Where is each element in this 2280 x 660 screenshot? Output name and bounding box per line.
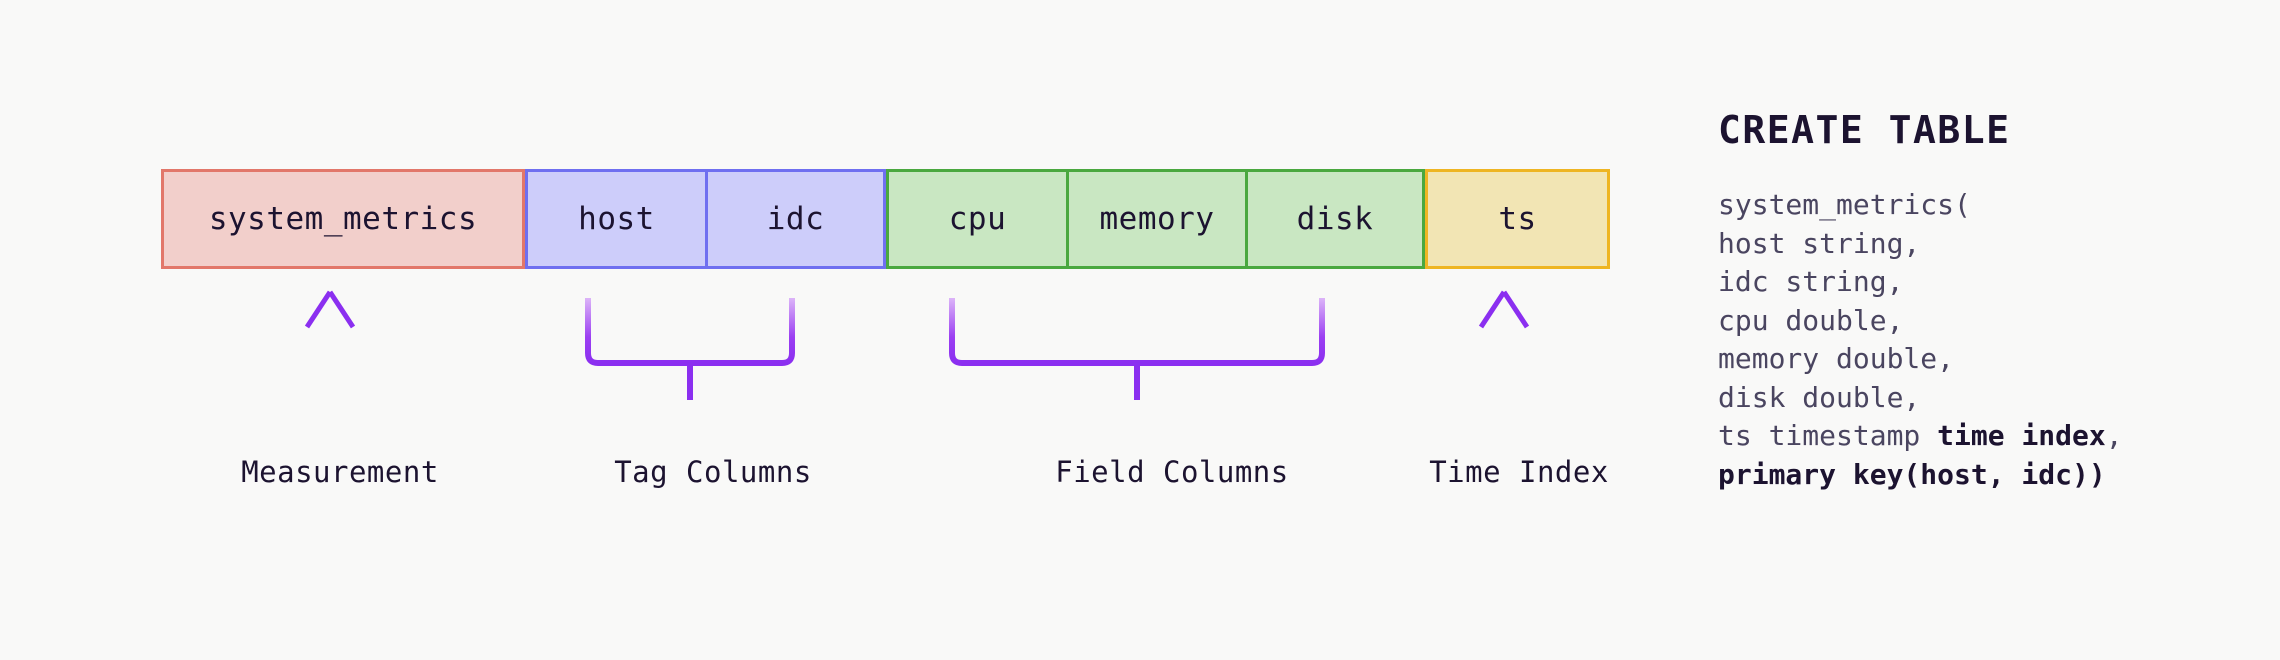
bracket-field-columns <box>949 298 1325 400</box>
bracket-tag-columns <box>585 298 795 400</box>
arrow-time-index <box>1478 290 1530 397</box>
create-table-panel: CREATE TABLE system_metrics(host string,… <box>1718 108 2123 494</box>
column-ts[interactable]: ts <box>1498 201 1537 237</box>
label-tag-columns: Tag Columns <box>614 455 812 489</box>
column-cpu[interactable]: cpu <box>948 201 1007 237</box>
sql-line: host string, <box>1718 226 1921 260</box>
group-measurement: system_metrics <box>161 169 525 269</box>
sql-line: cpu double, <box>1718 303 1904 337</box>
arrow-measurement <box>304 290 356 397</box>
group-time-index: ts <box>1425 169 1610 269</box>
create-table-heading: CREATE TABLE <box>1718 108 2011 152</box>
column-idc[interactable]: idc <box>705 172 883 266</box>
column-memory[interactable]: memory <box>1066 172 1245 266</box>
sql-line: system_metrics( <box>1718 188 1971 221</box>
sql-line: ts timestamp time index, <box>1718 419 2123 452</box>
sql-line: idc string, <box>1718 265 1904 298</box>
column-system-metrics[interactable]: system_metrics <box>208 201 478 237</box>
label-time-index: Time Index <box>1429 455 1609 489</box>
sql-line: disk double, <box>1718 380 1921 414</box>
sql-line: memory double, <box>1718 342 1955 375</box>
sql-line: primary key(host, idc)) <box>1718 457 2106 491</box>
schema-bar: system_metrics host idc cpu memory disk … <box>161 169 1610 269</box>
group-tag-columns: host idc <box>525 169 886 269</box>
label-measurement: Measurement <box>241 455 439 489</box>
create-table-sql[interactable]: system_metrics(host string, idc string, cp… <box>1718 186 2123 494</box>
group-field-columns: cpu memory disk <box>886 169 1425 269</box>
column-host[interactable]: host <box>578 201 655 237</box>
label-field-columns: Field Columns <box>1055 455 1289 489</box>
column-disk[interactable]: disk <box>1245 172 1422 266</box>
